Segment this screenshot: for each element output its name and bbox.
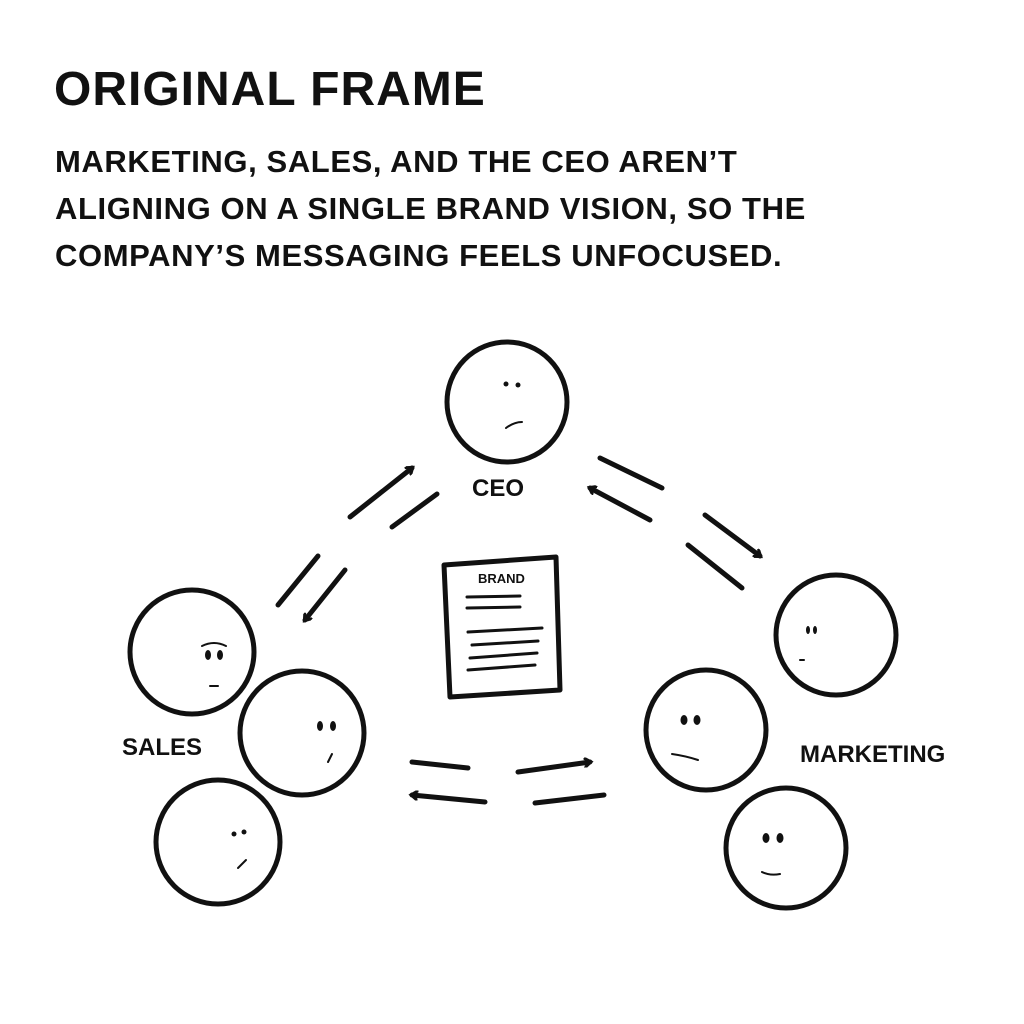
arrow-icon — [590, 488, 653, 523]
sales-label: SALES — [122, 734, 202, 761]
description-line: COMPANY’S MESSAGING FEELS UNFOCUSED. — [55, 238, 783, 273]
arrow-icon — [685, 542, 745, 591]
ceo-head-icon — [444, 339, 570, 465]
marketing-head-icon — [773, 572, 899, 698]
marketing-label: MARKETING — [800, 741, 945, 768]
arrow-icon — [275, 553, 321, 608]
arrow-icon — [409, 759, 471, 771]
sales-head-icon — [237, 668, 367, 798]
arrow-icon — [597, 455, 665, 491]
ceo-label: CEO — [472, 475, 524, 502]
arrow-icon — [347, 465, 412, 520]
sales-head-icon — [127, 587, 257, 717]
arrow-icon — [389, 491, 440, 530]
marketing-head-icon — [643, 667, 769, 793]
description-line: MARKETING, SALES, AND THE CEO AREN’T — [55, 144, 738, 179]
communication-arrows — [275, 455, 760, 806]
brand-document-icon — [441, 554, 563, 700]
arrow-icon — [515, 762, 590, 775]
arrow-icon — [302, 567, 348, 620]
arrow-icon — [532, 792, 607, 806]
arrow-icon — [702, 512, 760, 559]
marketing-head-icon — [723, 785, 849, 911]
frame-description: MARKETING, SALES, AND THE CEO AREN’T ALI… — [55, 138, 806, 279]
sales-head-icon — [153, 777, 283, 907]
brand-document-label: BRAND — [478, 571, 525, 586]
description-line: ALIGNING ON A SINGLE BRAND VISION, SO TH… — [55, 191, 806, 226]
page-title: ORIGINAL FRAME — [54, 63, 486, 116]
arrow-icon — [412, 795, 488, 805]
